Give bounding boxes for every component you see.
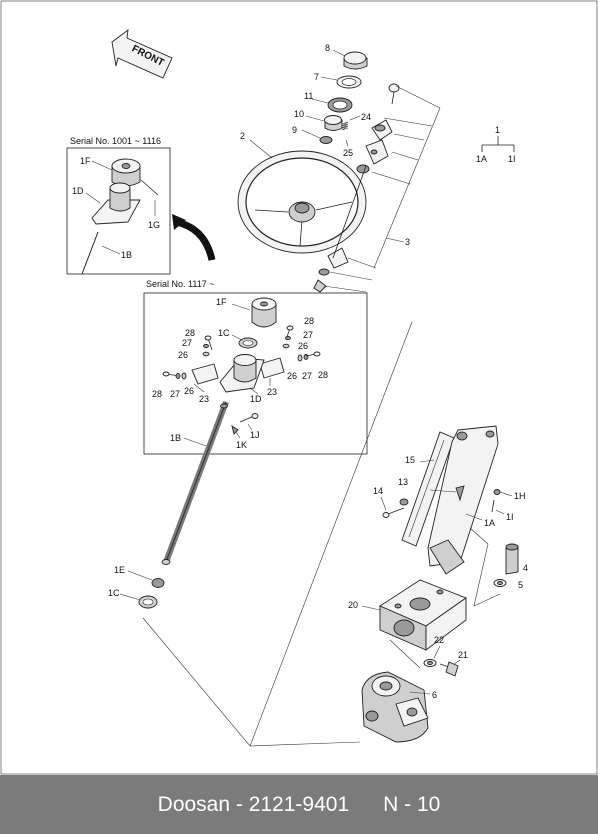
base-plate: 20 (348, 579, 467, 651)
callout-2: 2 (240, 131, 245, 141)
part-1f-old (91, 158, 141, 187)
steering-wheel: 2 (237, 131, 367, 254)
callout-1j-new: 1J (250, 430, 260, 440)
serial-old-label: Serial No. 1001 ~ 1116 (70, 136, 161, 146)
callout-8: 8 (325, 43, 330, 53)
callout-20: 20 (348, 600, 358, 610)
footer-bar: Doosan - 2121-9401 N - 10 (0, 775, 598, 834)
callout-1a-b: 1A (484, 518, 495, 528)
assembly-1-bracket: 1 1A 1I (476, 125, 516, 164)
callout-1g-old: 1G (148, 220, 160, 230)
callout-22: 22 (434, 635, 444, 645)
callout-27-a: 27 (182, 338, 192, 348)
callout-28-a: 28 (185, 328, 195, 338)
callout-1i: 1I (508, 154, 516, 164)
callout-1d-new: 1D (250, 394, 262, 404)
callout-26-c: 26 (184, 386, 194, 396)
callout-14: 14 (373, 486, 383, 496)
callout-1i-b: 1I (506, 512, 514, 522)
assembly-3-bracket: 3 (323, 85, 441, 293)
serial-new-inset: Serial No. 1117 ~ 1F 1C 28 27 26 28 27 2… (143, 279, 368, 455)
callout-26-a: 26 (178, 350, 188, 360)
callout-1b-old: 1B (121, 250, 132, 260)
callout-3: 3 (405, 237, 410, 247)
callout-15: 15 (405, 455, 415, 465)
callout-1: 1 (495, 125, 500, 135)
callout-28-b: 28 (304, 316, 314, 326)
callout-25: 25 (343, 148, 353, 158)
callout-1f-old: 1F (80, 156, 91, 166)
part-1d-old (85, 182, 141, 225)
front-arrow: FRONT (111, 29, 173, 79)
callout-1k-new: 1K (236, 440, 247, 450)
callout-4: 4 (523, 563, 528, 573)
column-shaft: 1E 1C (108, 400, 229, 609)
footer-title: Doosan - 2121-9401 (157, 792, 350, 816)
callout-1a: 1A (476, 154, 487, 164)
callout-6: 6 (432, 690, 437, 700)
mount-bolts: 22 21 (389, 635, 468, 677)
column-outline-right (249, 321, 413, 747)
callout-27-b: 27 (303, 330, 313, 340)
callout-1e: 1E (114, 565, 125, 575)
callout-1d-old: 1D (72, 186, 84, 196)
callout-10: 10 (294, 109, 304, 119)
callout-1h: 1H (514, 491, 526, 501)
callout-7: 7 (314, 72, 319, 82)
callout-1b-new: 1B (170, 433, 181, 443)
callout-26-b: 26 (298, 341, 308, 351)
callout-1c-new: 1C (218, 328, 230, 338)
serial-new-label: Serial No. 1117 ~ (146, 279, 214, 289)
callout-24: 24 (361, 112, 371, 122)
callout-21: 21 (458, 650, 468, 660)
serial-old-inset: Serial No. 1001 ~ 1116 1F 1G 1D 1B (66, 136, 171, 275)
footer-page: N - 10 (383, 792, 441, 816)
callout-9: 9 (292, 125, 297, 135)
callout-1f-new: 1F (216, 297, 227, 307)
callout-27-c: 27 (170, 389, 180, 399)
callout-5: 5 (518, 580, 523, 590)
steering-unit: 6 (361, 671, 437, 743)
callout-11: 11 (304, 91, 313, 101)
callout-13: 13 (398, 477, 408, 487)
callout-23-b: 23 (267, 387, 277, 397)
hub-parts: 8 7 11 10 9 24 25 (292, 43, 400, 293)
column-outline-left (142, 617, 361, 747)
column-assembly: 15 14 13 1H 1I 1A 4 5 (373, 425, 528, 607)
page-frame (0, 0, 598, 775)
callout-27-d: 27 (302, 371, 312, 381)
callout-1c: 1C (108, 588, 120, 598)
transition-arrow-head (172, 214, 186, 230)
callout-26-d: 26 (287, 371, 297, 381)
callout-28-d: 28 (318, 370, 328, 380)
callout-28-c: 28 (152, 389, 162, 399)
transition-arrow (175, 218, 216, 261)
steering-parts-diagram: FRONT 1 1A 1I Serial No. 1001 ~ 1116 1F … (0, 0, 598, 775)
callout-23-a: 23 (199, 394, 209, 404)
